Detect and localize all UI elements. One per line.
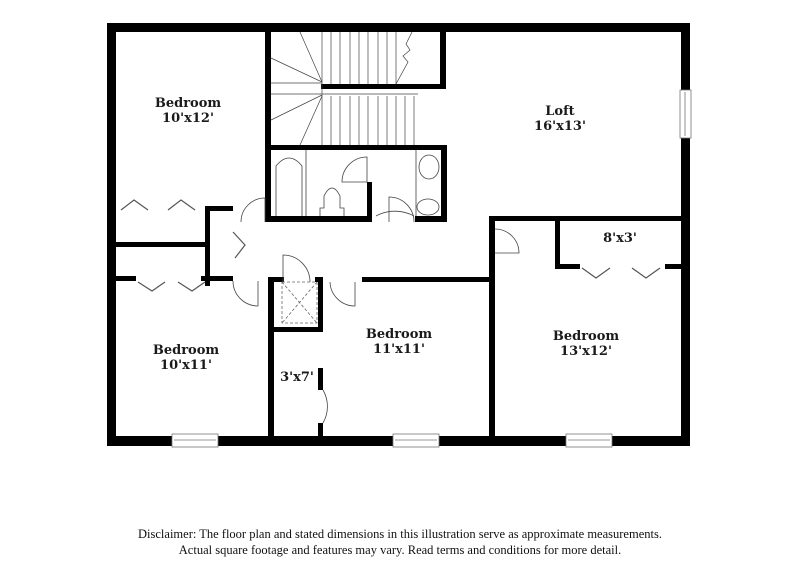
- room-name: Bedroom: [552, 329, 620, 344]
- door-bedroom2: [232, 280, 259, 307]
- window-bottom-left: [171, 433, 219, 448]
- sink-icon: [418, 154, 440, 180]
- disclaimer: Disclaimer: The floor plan and stated di…: [0, 526, 800, 558]
- disclaimer-line-2: Actual square footage and features may v…: [178, 543, 622, 557]
- room-label-loft: Loft 16'x13': [534, 104, 586, 134]
- room-label-bedroom-3: Bedroom 11'x11': [366, 327, 432, 357]
- disclaimer-line-1: Disclaimer: The floor plan and stated di…: [138, 527, 662, 541]
- window-bottom-right: [565, 433, 613, 448]
- door-bath-hall: [388, 196, 415, 223]
- door-bedroom3: [329, 281, 356, 307]
- room-name: Bedroom: [154, 96, 222, 111]
- room-dims: 10'x12': [162, 111, 214, 126]
- door-bedroom1: [240, 197, 266, 223]
- room-dims: 10'x11': [160, 358, 212, 373]
- room-label-closet-3x7: 3'x7': [280, 370, 314, 385]
- door-bedroom4: [494, 228, 520, 254]
- doors: [232, 196, 520, 424]
- door-closet-3x7: [322, 389, 328, 424]
- room-name: Bedroom: [365, 327, 433, 342]
- room-name: Loft: [545, 104, 575, 119]
- room-label-closet-8x3: 8'x3': [603, 231, 637, 246]
- window-right: [679, 89, 692, 139]
- room-dims: 11'x11': [373, 342, 425, 357]
- room-label-bedroom-4: Bedroom 13'x12': [553, 329, 619, 359]
- bifold-doors: [120, 199, 661, 292]
- room-dims: 13'x12': [560, 344, 612, 359]
- door-swing-bath: [341, 156, 368, 183]
- room-dims: 3'x7': [280, 370, 314, 385]
- room-dims: 8'x3': [603, 231, 637, 246]
- room-label-bedroom-2: Bedroom 10'x11': [153, 343, 219, 373]
- door-swing-bath2: [375, 210, 415, 217]
- stairs: [270, 31, 418, 146]
- room-dims: 16'x13': [534, 119, 586, 134]
- interior-walls: [116, 23, 681, 437]
- linen-closet: [281, 281, 318, 324]
- room-label-bedroom-1: Bedroom 10'x12': [155, 96, 221, 126]
- bathtub-icon: [275, 157, 303, 216]
- door-linen: [282, 254, 311, 283]
- toilet-icon: [319, 187, 345, 216]
- bath-fixtures: [275, 150, 440, 217]
- sink-icon: [416, 198, 440, 216]
- windows: [171, 89, 692, 448]
- window-bottom-middle: [392, 433, 440, 448]
- room-name: Bedroom: [152, 343, 220, 358]
